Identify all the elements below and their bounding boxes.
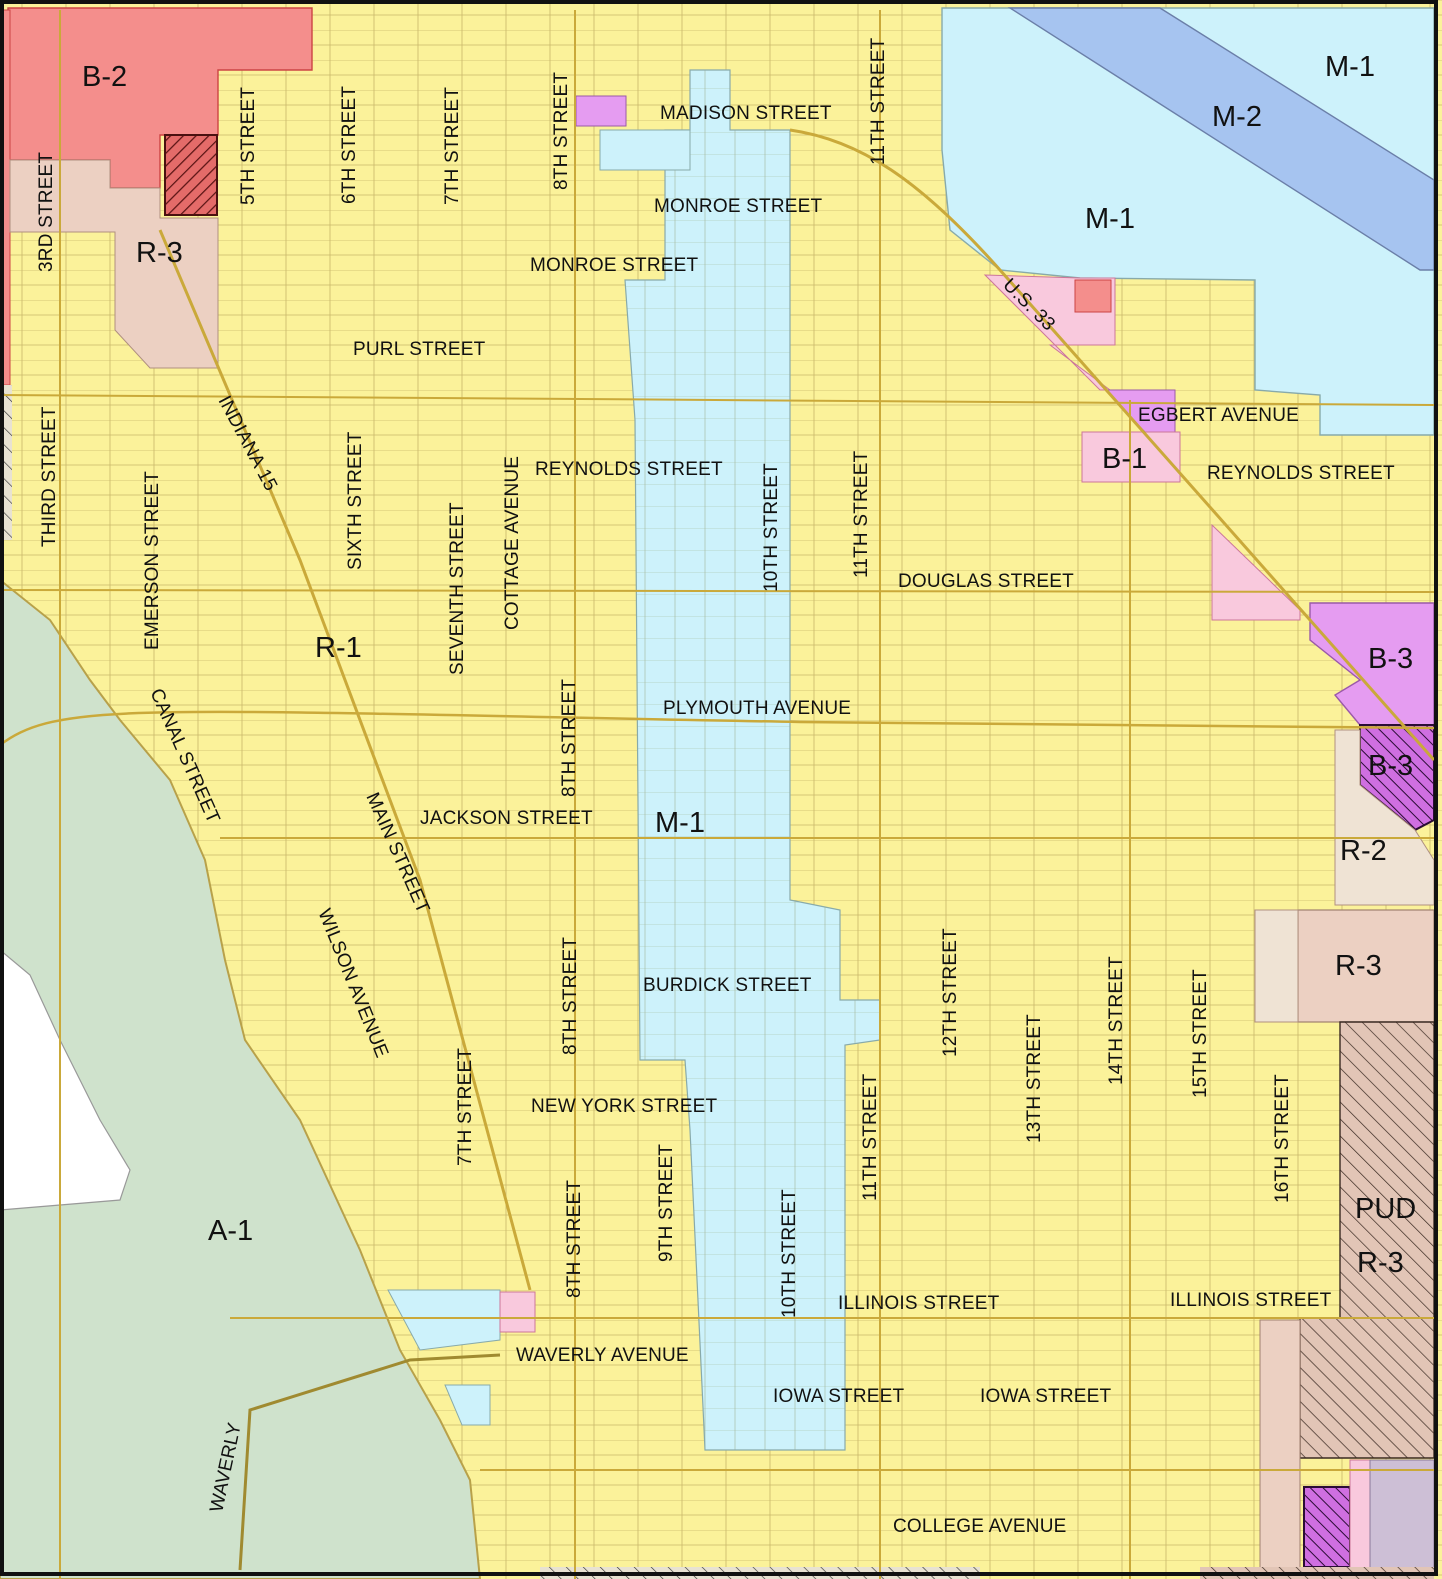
street-label-13th: 13TH STREET — [1024, 1014, 1045, 1143]
street-label-burdick: BURDICK STREET — [643, 975, 812, 996]
street-label-7th-top: 7TH STREET — [442, 87, 463, 205]
street-label-illinois-1: ILLINOIS STREET — [838, 1293, 1000, 1314]
industrial-zone-m1-strip-north — [599, 129, 691, 171]
industrial-zone-m1-central — [624, 69, 881, 1451]
zone-label-b1: B-1 — [1102, 443, 1147, 475]
street-label-iowa-1: IOWA STREET — [773, 1386, 905, 1407]
street-label-11th-mid: 11TH STREET — [851, 450, 872, 578]
street-label-illinois-2: ILLINOIS STREET — [1170, 1290, 1332, 1311]
zone-label-r3-pud: R-3 — [1357, 1247, 1404, 1279]
industrial-zone-m1-waverly-2 — [444, 1384, 491, 1426]
street-label-jackson: JACKSON STREET — [420, 808, 593, 829]
street-label-plymouth: PLYMOUTH AVENUE — [663, 698, 851, 719]
street-label-5th: 5TH STREET — [238, 87, 259, 205]
street-label-egbert: EGBERT AVENUE — [1138, 405, 1299, 426]
street-label-16th: 16TH STREET — [1272, 1074, 1293, 1203]
street-label-monroe-2: MONROE STREET — [530, 255, 699, 276]
zone-label-r1: R-1 — [315, 632, 362, 664]
business-zone-b1-diagonal — [1211, 523, 1301, 621]
residential-zone-r3-south-strip — [1259, 1319, 1301, 1571]
street-label-emerson: EMERSON STREET — [142, 471, 163, 650]
road-network — [0, 10, 1436, 1579]
street-label-14th: 14TH STREET — [1106, 956, 1127, 1085]
street-label-8th-top: 8TH STREET — [551, 72, 572, 190]
zone-label-b2: B-2 — [82, 61, 127, 93]
street-label-7th-low: 7TH STREET — [455, 1048, 476, 1166]
zone-label-m1-center: M-1 — [655, 807, 705, 839]
street-label-10th-top: 10TH STREET — [761, 463, 782, 592]
street-label-douglas: DOUGLAS STREET — [898, 571, 1074, 592]
street-label-15th: 15TH STREET — [1190, 969, 1211, 1098]
street-label-3rd: 3RD STREET — [36, 152, 57, 272]
street-label-6th-top: 6TH STREET — [339, 86, 360, 204]
special-zone-south — [1369, 1459, 1435, 1569]
agricultural-zone-a1 — [0, 578, 482, 1579]
street-label-cottage: COTTAGE AVENUE — [502, 456, 523, 630]
residential-zone-r2-strip — [1254, 909, 1299, 1023]
industrial-zone-m1-waverly — [387, 1289, 501, 1351]
zone-label-m1-ne: M-1 — [1325, 51, 1375, 83]
street-label-iowa-2: IOWA STREET — [980, 1386, 1112, 1407]
residential-zone-r2 — [1334, 729, 1435, 906]
zone-labels: B-2 M-1 M-2 M-1 R-3 B-1 B-3 B-3 R-1 M-1 … — [82, 51, 1416, 1279]
business-zone-b2-hatched — [164, 134, 218, 216]
street-label-reynolds-1: REYNOLDS STREET — [535, 459, 723, 480]
residential-zone-r3-east — [1297, 909, 1435, 1023]
zone-label-r2: R-2 — [1340, 835, 1387, 867]
zone-label-r3-nw: R-3 — [136, 237, 183, 269]
business-zone-b1-south — [1349, 1459, 1371, 1569]
business-zone-b3-madison — [575, 95, 627, 127]
street-label-8th-mid: 8TH STREET — [559, 679, 580, 797]
zone-label-m1-mid: M-1 — [1085, 203, 1135, 235]
zone-label-r3-e: R-3 — [1335, 950, 1382, 982]
street-label-8th-low: 8TH STREET — [560, 937, 581, 1055]
street-label-reynolds-2: REYNOLDS STREET — [1207, 463, 1395, 484]
street-label-9th: 9TH STREET — [656, 1144, 677, 1262]
street-label-11th-low: 11TH STREET — [860, 1073, 881, 1201]
street-label-11th-top: 11TH STREET — [868, 37, 889, 165]
street-label-waverly-ave: WAVERLY AVENUE — [516, 1345, 689, 1366]
zone-label-b3-a: B-3 — [1368, 643, 1413, 675]
street-label-seventh: SEVENTH STREET — [447, 502, 468, 675]
street-label-college: COLLEGE AVENUE — [893, 1516, 1067, 1537]
lake — [0, 949, 131, 1211]
street-label-purl: PURL STREET — [353, 339, 486, 360]
zone-label-pud: PUD — [1355, 1193, 1416, 1225]
business-zone-b3-south-hatched — [1303, 1486, 1351, 1568]
street-label-third: THIRD STREET — [39, 406, 60, 547]
business-zone-b2-us33 — [1074, 279, 1112, 313]
street-label-monroe-1: MONROE STREET — [654, 196, 823, 217]
street-label-new-york: NEW YORK STREET — [531, 1096, 718, 1117]
zone-label-m2: M-2 — [1212, 101, 1262, 133]
business-zone-b1-waverly — [499, 1291, 536, 1333]
street-label-sixth: SIXTH STREET — [345, 431, 366, 570]
street-label-12th: 12TH STREET — [940, 928, 961, 1057]
street-label-10th-low: 10TH STREET — [779, 1189, 800, 1318]
zone-label-b3-b: B-3 — [1368, 750, 1413, 782]
street-label-8th-bottom: 8TH STREET — [564, 1180, 585, 1298]
street-label-madison: MADISON STREET — [660, 103, 832, 124]
zone-label-a1: A-1 — [208, 1215, 253, 1247]
